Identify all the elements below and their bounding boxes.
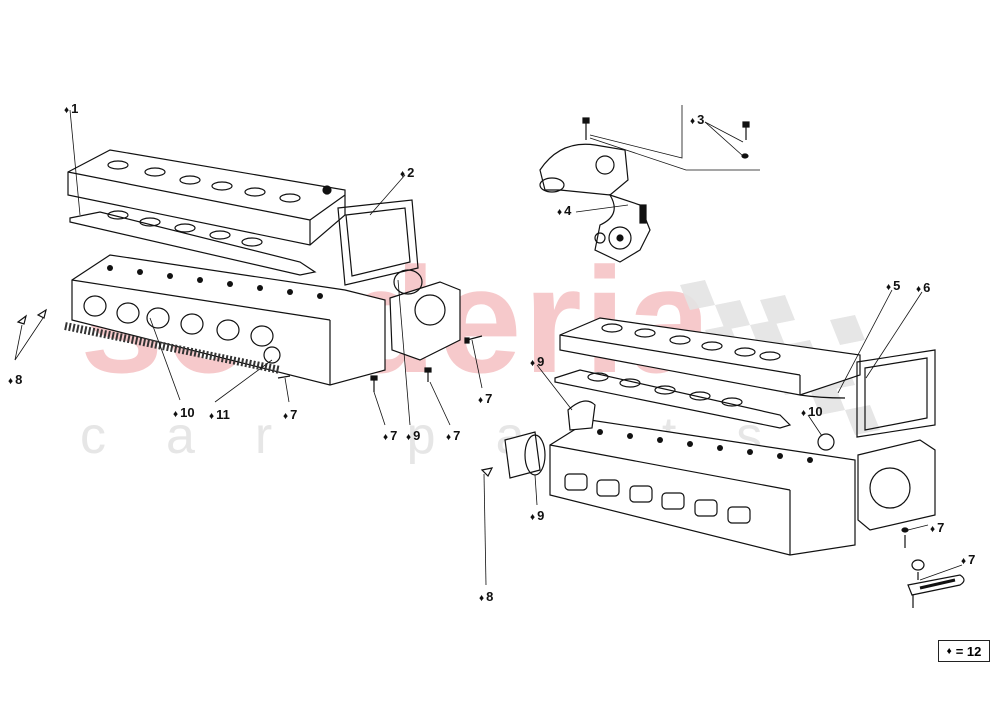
callout-10[interactable]: ♦10 <box>173 405 195 420</box>
callout-5[interactable]: ♦5 <box>886 278 901 293</box>
callout-10[interactable]: ♦10 <box>801 404 823 419</box>
left-end-gasket-plate <box>337 199 419 286</box>
callout-11[interactable]: ♦11 <box>209 407 230 422</box>
callout-4[interactable]: ♦4 <box>557 203 572 218</box>
callout-7[interactable]: ♦7 <box>383 428 398 443</box>
callout-6[interactable]: ♦6 <box>916 280 931 295</box>
right-bolts <box>901 527 965 608</box>
left-valve-cover <box>67 149 346 246</box>
callout-9[interactable]: ♦9 <box>530 508 545 523</box>
callout-7[interactable]: ♦7 <box>930 520 945 535</box>
right-leader-lines <box>534 289 963 581</box>
diamond-marker-icon: ♦ <box>946 645 952 657</box>
left-spring-coil <box>64 322 281 374</box>
callout-7[interactable]: ♦7 <box>478 391 493 406</box>
water-pump-assembly <box>539 117 750 263</box>
right-end-gasket-plate <box>856 349 936 438</box>
callout-1[interactable]: ♦1 <box>64 101 79 116</box>
callout-7[interactable]: ♦7 <box>961 552 976 567</box>
callout-7[interactable]: ♦7 <box>446 428 461 443</box>
top-leader-lines <box>575 105 760 213</box>
left-thermostat-housing <box>389 269 461 361</box>
callout-2[interactable]: ♦2 <box>400 165 415 180</box>
left-oring <box>263 346 281 364</box>
right-end-housing <box>857 439 936 531</box>
callout-8[interactable]: ♦8 <box>479 589 494 604</box>
quantity-legend: ♦ = 12 <box>938 640 990 662</box>
left-leader-lines <box>14 109 487 586</box>
left-cylinder-head <box>71 254 386 386</box>
callout-8[interactable]: ♦8 <box>8 372 23 387</box>
left-bolts <box>277 335 483 392</box>
right-valve-cover <box>559 317 861 396</box>
callout-9[interactable]: ♦9 <box>530 354 545 369</box>
left-valve-cover-gasket <box>69 210 317 276</box>
left-wedges <box>16 308 494 478</box>
right-cylinder-head <box>549 419 856 556</box>
callout-3[interactable]: ♦3 <box>690 112 705 127</box>
legend-text: = 12 <box>955 643 982 659</box>
callout-9[interactable]: ♦9 <box>406 428 421 443</box>
right-intake-flange <box>504 400 596 479</box>
right-oring <box>817 433 835 451</box>
right-valve-cover-gasket <box>554 369 846 429</box>
callout-7[interactable]: ♦7 <box>283 407 298 422</box>
